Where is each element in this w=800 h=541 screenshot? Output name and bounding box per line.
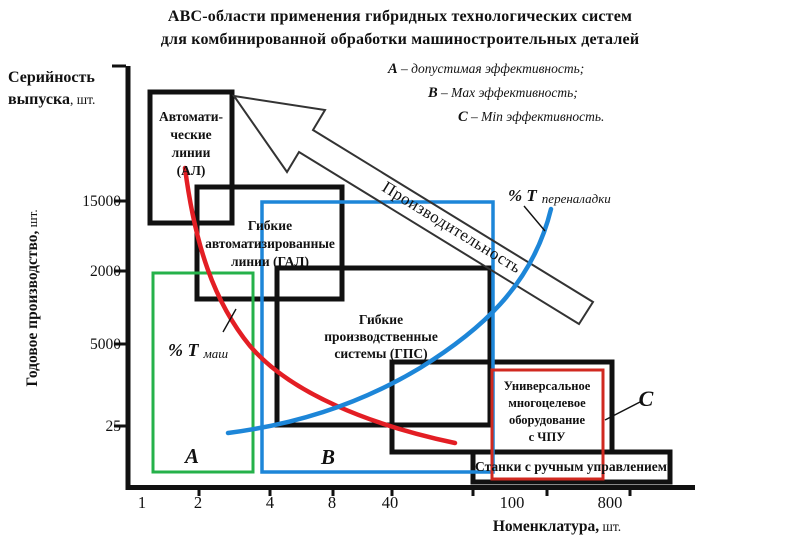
t-mash-curve — [182, 165, 458, 446]
y-tick-marks — [112, 64, 126, 428]
cnc-label-line4: с ЧПУ — [529, 430, 566, 444]
legend-text-b: – Max эффективность; — [438, 85, 578, 100]
cnc-label-line1: Универсальное — [504, 379, 591, 393]
productivity-arrow — [231, 94, 595, 326]
t-perenaladki-prefix: % Т — [508, 186, 537, 205]
y-tick-15000: 15000 — [82, 193, 121, 210]
gal-box — [194, 184, 345, 302]
y-axis-rotated-label: Годовое производство, шт. — [24, 209, 41, 386]
cnc-label-line3: оборудование — [509, 413, 586, 427]
x-tick-8: 8 — [328, 493, 336, 512]
x-axis-label-bold: Номенклатура, — [493, 518, 599, 535]
region-a-letter: А — [183, 444, 199, 468]
gal-label-line3: линии (ГАЛ) — [231, 254, 309, 269]
x-tick-marks — [197, 487, 632, 496]
gps-label-line2: производственные — [324, 329, 438, 344]
y-tick-25: 25 — [106, 418, 122, 435]
region-c-box — [490, 368, 605, 481]
region-a-box — [151, 271, 255, 474]
y-axis-header-line2: выпуска, шт. — [8, 91, 95, 108]
t-mash-prefix: % Т — [168, 340, 199, 360]
al-label-line4: (АЛ) — [177, 163, 206, 178]
x-tick-1: 1 — [138, 493, 146, 512]
region-b-letter: В — [320, 445, 335, 469]
cnc-label-line2: многоцелевое — [508, 396, 586, 410]
x-tick-800: 800 — [598, 493, 623, 512]
t-perenaladki-label: % Т переналадки — [508, 186, 611, 206]
y-tick-5000: 5000 — [90, 336, 121, 353]
y-axis-header-unit: , шт. — [70, 92, 95, 107]
region-c-pointer-line — [604, 401, 641, 421]
t-perenaladki-pointer-line — [523, 205, 546, 232]
legend-text-c: – Min эффективность. — [468, 109, 605, 124]
y-axis-rotated-unit: шт. — [25, 209, 40, 230]
region-c-letter: С — [639, 386, 654, 411]
al-box — [147, 89, 235, 226]
legend-text-a: – допустимая эффективность; — [398, 61, 585, 76]
legend-item-a: А – допустимая эффективность; — [387, 61, 584, 77]
gal-label-line2: автоматизированные — [205, 236, 335, 251]
x-tick-40: 40 — [382, 493, 399, 512]
axes-lines — [125, 66, 695, 490]
al-label-line3: линии — [172, 145, 211, 160]
t-perenaladki-curve — [225, 206, 554, 436]
t-mash-pointer-line — [222, 308, 237, 333]
legend-item-b: В – Max эффективность; — [427, 85, 578, 101]
t-mash-sub: маш — [203, 346, 229, 361]
gps-label-line3: системы (ГПС) — [334, 346, 427, 361]
legend-letter-c: С — [458, 109, 468, 125]
legend-letter-b: В — [427, 85, 438, 101]
chart-title-line2: для комбинированной обработки машиностро… — [161, 31, 640, 48]
y-axis-rotated-bold: Годовое производство, — [24, 230, 41, 386]
y-tick-2000: 2000 — [90, 263, 121, 280]
x-tick-2: 2 — [194, 493, 202, 512]
y-axis-header-line1: Серийность — [8, 69, 95, 86]
region-b-box — [260, 200, 495, 474]
legend-letter-a: А — [387, 61, 398, 77]
x-axis-label: Номенклатура, шт. — [493, 518, 621, 535]
al-label-line2: ческие — [170, 127, 211, 142]
productivity-label: Производительность — [379, 177, 525, 277]
legend-item-c: С – Min эффективность. — [458, 109, 604, 125]
x-tick-100: 100 — [500, 493, 525, 512]
manual-box — [470, 449, 673, 485]
t-perenaladki-sub: переналадки — [542, 191, 611, 206]
chart-title-line1: АВС-области применения гибридных техноло… — [168, 8, 632, 25]
x-axis-label-unit: шт. — [599, 519, 621, 534]
gps-label-line1: Гибкие — [359, 312, 403, 327]
manual-box-label: Станки с ручным управлением — [475, 459, 667, 474]
y-axis-header-bold: выпуска — [8, 91, 70, 108]
x-tick-4: 4 — [266, 493, 274, 512]
gal-label-line1: Гибкие — [248, 218, 292, 233]
t-mash-label: % Т маш — [168, 340, 228, 361]
al-label-line1: Автомати- — [159, 109, 223, 124]
